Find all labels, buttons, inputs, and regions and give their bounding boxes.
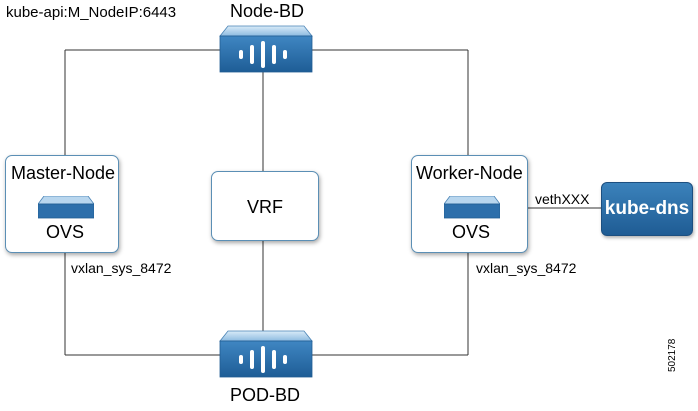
pod-bd-switch-icon xyxy=(219,330,313,378)
worker-ovs-label: OVS xyxy=(452,222,491,242)
master-ovs-label: OVS xyxy=(46,222,85,242)
figure-id-label: 502178 xyxy=(667,338,678,372)
master-vxlan-label: vxlan_sys_8472 xyxy=(71,260,172,276)
vrf-label: VRF xyxy=(247,197,283,217)
connection-lines xyxy=(64,49,602,356)
kube-dns-box: kube-dns xyxy=(601,182,693,236)
worker-vxlan-label: vxlan_sys_8472 xyxy=(476,260,577,276)
master-node-title: Master-Node xyxy=(11,163,116,183)
api-endpoint-label: kube-api:M_NodeIP:6443 xyxy=(6,4,177,21)
master-ovs-icon xyxy=(38,196,94,219)
pod-bd-label: POD-BD xyxy=(230,385,301,405)
veth-label: vethXXX xyxy=(535,191,590,207)
node-bd-label: Node-BD xyxy=(230,1,305,21)
node-bd-switch-icon xyxy=(219,25,313,73)
vrf-box xyxy=(211,171,319,241)
worker-node-title: Worker-Node xyxy=(416,163,523,183)
worker-ovs-icon xyxy=(444,196,500,219)
